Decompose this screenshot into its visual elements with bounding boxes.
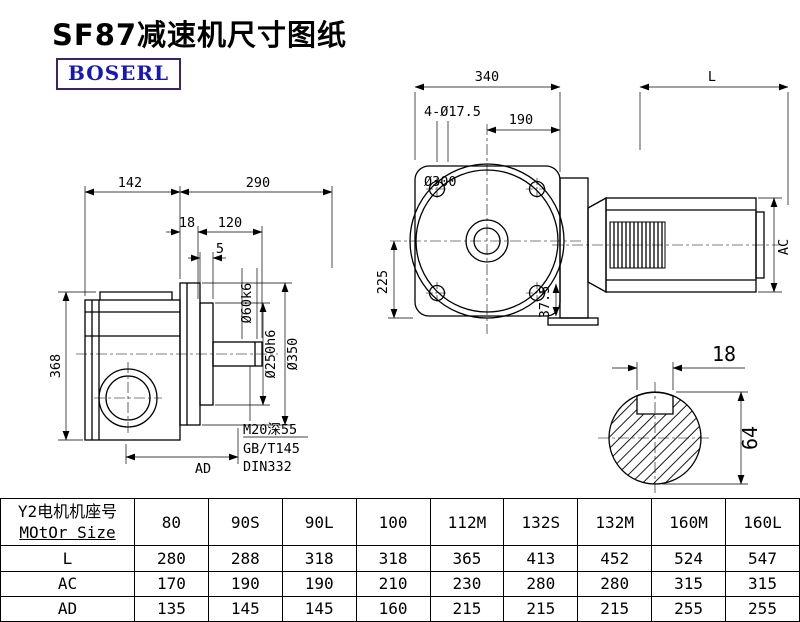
gearbox-housing [84, 291, 181, 441]
value-cell: 255 [725, 595, 800, 622]
value-cell: 280 [134, 545, 209, 572]
value-cell: 160 [355, 595, 431, 622]
shaft-end-view: 18 64 [598, 342, 762, 495]
technical-drawing: 142 290 18 120 5 368 AD Ø60k6 Ø250h6 Ø35… [48, 69, 792, 495]
size-header: 100 [355, 497, 431, 547]
size-header: 132S [503, 497, 579, 547]
value-cell: 315 [651, 570, 726, 597]
size-header: 90L [281, 497, 357, 547]
value-cell: 280 [503, 570, 579, 597]
value-cell: 413 [503, 545, 579, 572]
dim-label-190: 190 [509, 112, 533, 128]
row-label-L: L [0, 545, 135, 572]
dim-label-225: 225 [375, 270, 391, 294]
value-cell: 547 [725, 545, 800, 572]
value-cell: 280 [577, 570, 653, 597]
dim-label-key-18: 18 [712, 342, 736, 366]
dim-label-flange-dia: Ø350 [285, 338, 301, 371]
dim-label-300: Ø300 [424, 174, 457, 190]
dim-label-spigot-dia: Ø250h6 [263, 330, 279, 379]
value-cell: 215 [503, 595, 579, 622]
dim-label-64: 64 [738, 426, 762, 450]
dim-label-bolt-holes: 4-Ø17.5 [424, 104, 481, 120]
size-header: 112M [429, 497, 505, 547]
motor [547, 177, 780, 326]
value-cell: 145 [207, 595, 283, 622]
size-header: 132M [577, 497, 653, 547]
corner-header-line1: Y2电机机座号 [17, 501, 118, 521]
dim-label-290: 290 [246, 175, 270, 191]
size-header: 160L [725, 497, 800, 547]
value-cell: 145 [281, 595, 357, 622]
dim-label-142: 142 [118, 175, 142, 191]
row-label-AD: AD [0, 595, 135, 622]
note-standard-1: GB/T145 [243, 441, 300, 457]
value-cell: 135 [134, 595, 209, 622]
size-header: 90S [207, 497, 283, 547]
value-cell: 170 [134, 570, 209, 597]
dim-label-AD: AD [195, 461, 211, 477]
dim-label-368: 368 [48, 354, 64, 378]
note-standard-2: DIN332 [243, 459, 292, 475]
value-cell: 215 [429, 595, 505, 622]
dim-label-340: 340 [475, 69, 499, 85]
dim-label-120: 120 [218, 215, 242, 231]
value-cell: 255 [651, 595, 726, 622]
page-title: SF87减速机尺寸图纸 [52, 18, 348, 52]
value-cell: 190 [207, 570, 283, 597]
dim-label-5: 5 [216, 241, 224, 257]
row-label-AC: AC [0, 570, 135, 597]
mounting-foot [547, 317, 599, 326]
dim-label-L: L [708, 69, 716, 85]
value-cell: 318 [355, 545, 431, 572]
dim-label-37-5: 37.5 [537, 286, 553, 319]
value-cell: 190 [281, 570, 357, 597]
brand-logo: BOSERL [56, 58, 182, 90]
bolt-holes [426, 178, 548, 304]
note-thread: M20深55 [243, 422, 297, 438]
value-cell: 452 [577, 545, 653, 572]
value-cell: 230 [429, 570, 505, 597]
value-cell: 365 [429, 545, 505, 572]
value-cell: 315 [725, 570, 800, 597]
value-cell: 318 [281, 545, 357, 572]
corner-header-line2: MOtOr Size [19, 523, 116, 543]
value-cell: 210 [355, 570, 431, 597]
dim-label-AC: AC [776, 239, 792, 255]
dim-label-18: 18 [179, 215, 195, 231]
motor-size-table: Y2电机机座号 MOtOr Size 80 90S 90L 100 112M 1… [0, 497, 800, 622]
size-header: 80 [134, 497, 209, 547]
front-view: 340 L 4-Ø17.5 190 Ø300 225 37.5 AC [375, 69, 792, 334]
table-corner-header: Y2电机机座号 MOtOr Size [0, 497, 135, 547]
value-cell: 215 [577, 595, 653, 622]
size-header: 160M [651, 497, 726, 547]
value-cell: 288 [207, 545, 283, 572]
side-view: 142 290 18 120 5 368 AD Ø60k6 Ø250h6 Ø35… [48, 175, 333, 477]
value-cell: 524 [651, 545, 726, 572]
